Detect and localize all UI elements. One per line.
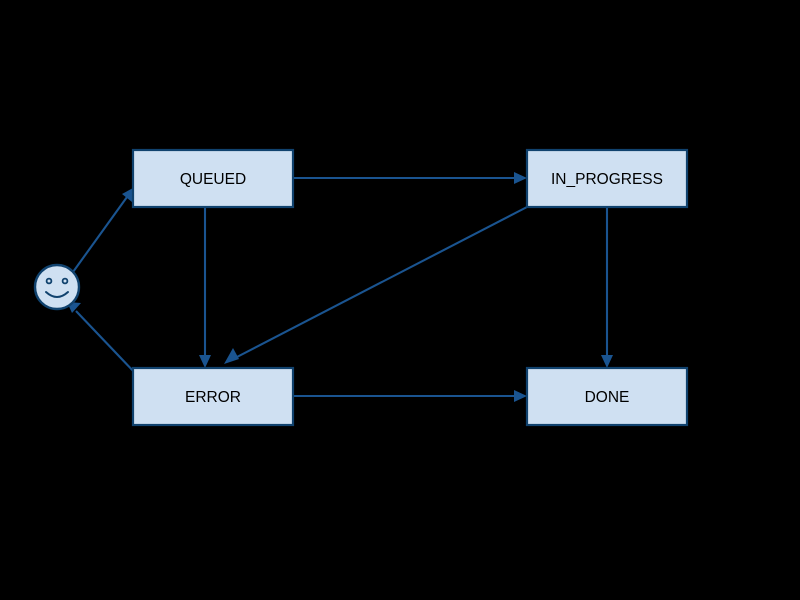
edge-start-to-queued[interactable] xyxy=(72,188,133,273)
smiley-right-eye-icon xyxy=(61,277,69,285)
node-start[interactable] xyxy=(33,263,81,311)
start-node-circle xyxy=(33,263,81,311)
edge-queued-to-in-progress[interactable] xyxy=(293,172,527,184)
node-label: IN_PROGRESS xyxy=(551,171,663,188)
edge-error-to-start[interactable] xyxy=(67,302,138,376)
edge-arrowhead xyxy=(601,355,613,368)
edge-in-progress-to-done[interactable] xyxy=(601,207,613,368)
node-label: ERROR xyxy=(185,389,241,406)
edge-arrowhead xyxy=(199,355,211,368)
edge-line xyxy=(234,206,528,359)
node-label: DONE xyxy=(585,389,630,406)
edge-queued-to-error[interactable] xyxy=(199,207,211,368)
error-box xyxy=(131,366,295,427)
edge-arrowhead xyxy=(122,188,133,202)
edge-arrowhead xyxy=(514,390,527,402)
node-error[interactable]: ERROR xyxy=(131,366,295,427)
node-done[interactable]: DONE xyxy=(525,366,689,427)
edge-line xyxy=(72,196,128,273)
node-in-progress[interactable]: IN_PROGRESS xyxy=(525,148,689,209)
node-label: QUEUED xyxy=(180,171,246,188)
node-queued[interactable]: QUEUED xyxy=(131,148,295,209)
smiley-left-eye-icon xyxy=(45,277,53,285)
smiley-mouth-icon xyxy=(45,291,69,298)
done-box xyxy=(525,366,689,427)
edge-line xyxy=(75,310,138,376)
queued-box xyxy=(131,148,295,209)
in-progress-box xyxy=(525,148,689,209)
edge-arrowhead xyxy=(224,348,239,364)
edge-error-to-done[interactable] xyxy=(293,390,527,402)
edge-in-progress-to-error[interactable] xyxy=(224,206,528,364)
edge-arrowhead xyxy=(514,172,527,184)
